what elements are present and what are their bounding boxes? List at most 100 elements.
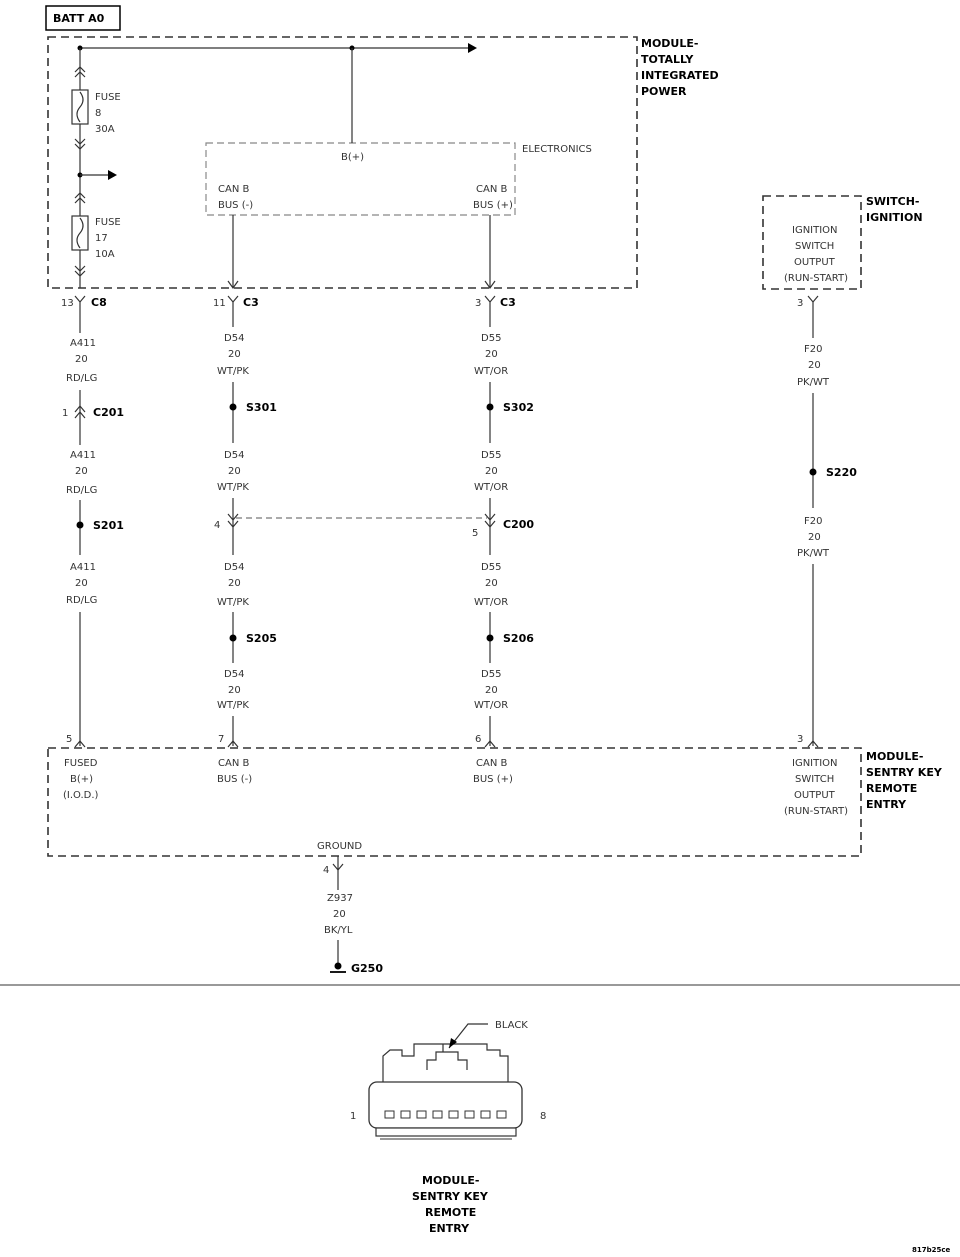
s201-label: S201 bbox=[93, 519, 124, 532]
black-leader-arrow bbox=[449, 1038, 457, 1048]
s302-dot bbox=[486, 403, 494, 411]
fused-2: B(+) bbox=[70, 774, 93, 785]
d54-3b: 20 bbox=[228, 578, 241, 589]
s302-label: S302 bbox=[503, 401, 534, 414]
c200-label: C200 bbox=[503, 518, 534, 531]
f20-1c: PK/WT bbox=[797, 377, 830, 388]
fuse-8-2: 8 bbox=[95, 108, 101, 119]
skre-module-box bbox=[47, 747, 862, 857]
s220-dot bbox=[809, 468, 817, 476]
a411-1a: A411 bbox=[70, 338, 96, 349]
d54-2b: 20 bbox=[228, 466, 241, 477]
top-bus-arrow bbox=[468, 43, 477, 53]
c8-pin: 13 bbox=[61, 298, 74, 309]
d55-1b: 20 bbox=[485, 349, 498, 360]
d55-3b: 20 bbox=[485, 578, 498, 589]
canb-minus-1: CAN B bbox=[218, 184, 249, 195]
bplus-label: B(+) bbox=[341, 152, 364, 163]
d55-4a: D55 bbox=[481, 669, 501, 680]
chev-2 bbox=[74, 138, 86, 150]
d55-2b: 20 bbox=[485, 466, 498, 477]
d54-3c: WT/PK bbox=[217, 597, 249, 608]
skre-title-3: REMOTE bbox=[866, 782, 917, 795]
m3-symbol bbox=[807, 740, 819, 748]
chev-4 bbox=[74, 265, 86, 277]
canb-minus-arrow bbox=[227, 280, 239, 290]
m6-symbol bbox=[484, 740, 496, 748]
skre-title-1: MODULE- bbox=[866, 750, 923, 763]
z937-c: BK/YL bbox=[324, 925, 353, 936]
batt-box bbox=[45, 5, 121, 31]
g250-label: G250 bbox=[351, 962, 383, 975]
d55-1c: WT/OR bbox=[474, 366, 508, 377]
fuse-17-3: 10A bbox=[95, 249, 115, 260]
a411-1c: RD/LG bbox=[66, 373, 97, 384]
c3a-pin: 11 bbox=[213, 298, 226, 309]
tip-title-4: POWER bbox=[641, 85, 687, 98]
d55-2c: WT/OR bbox=[474, 482, 508, 493]
fuse-17-2: 17 bbox=[95, 233, 108, 244]
skre-canb-plus-2: BUS (+) bbox=[473, 774, 513, 785]
d55-4c: WT/OR bbox=[474, 700, 508, 711]
c200b-pin: 5 bbox=[472, 528, 478, 539]
s201-dot bbox=[76, 521, 84, 529]
g4-pin: 4 bbox=[323, 865, 329, 876]
figure-id: 817b25ce bbox=[912, 1246, 951, 1254]
tip-title-2: TOTALLY bbox=[641, 53, 694, 66]
c201-pin: 1 bbox=[62, 408, 68, 419]
conn-pin-left: 1 bbox=[350, 1111, 356, 1122]
fused-3: (I.O.D.) bbox=[63, 790, 99, 801]
skre-canb-plus-1: CAN B bbox=[476, 758, 507, 769]
c3a-symbol bbox=[227, 295, 239, 303]
z937-a: Z937 bbox=[327, 893, 353, 904]
d54-3a: D54 bbox=[224, 562, 244, 573]
c3a-label: C3 bbox=[243, 296, 259, 309]
conn-pin-right: 8 bbox=[540, 1111, 546, 1122]
ign-bot-4: (RUN-START) bbox=[784, 806, 848, 817]
f20-2b: 20 bbox=[808, 532, 821, 543]
chev-1 bbox=[74, 66, 86, 78]
canb-plus-arrow bbox=[484, 280, 496, 290]
d54-1c: WT/PK bbox=[217, 366, 249, 377]
f20-1b: 20 bbox=[808, 360, 821, 371]
tip-title-1: MODULE- bbox=[641, 37, 698, 50]
m7-pin: 7 bbox=[218, 734, 224, 745]
connector-face bbox=[368, 1043, 523, 1140]
canb-plus-1: CAN B bbox=[476, 184, 507, 195]
a411-2b: 20 bbox=[75, 466, 88, 477]
d54-2a: D54 bbox=[224, 450, 244, 461]
ign-top-2: SWITCH bbox=[795, 241, 834, 252]
ign-top-1: IGNITION bbox=[792, 225, 838, 236]
s206-label: S206 bbox=[503, 632, 534, 645]
skre-canb-minus-1: CAN B bbox=[218, 758, 249, 769]
conn-title-1: MODULE- bbox=[422, 1174, 479, 1187]
ground-label: GROUND bbox=[317, 841, 362, 852]
switch-ignition-box bbox=[762, 195, 862, 290]
electronics-box bbox=[205, 142, 516, 216]
fuse-8-1: FUSE bbox=[95, 92, 121, 103]
d54-1a: D54 bbox=[224, 333, 244, 344]
switch-title-2: IGNITION bbox=[866, 211, 923, 224]
s220-label: S220 bbox=[826, 466, 857, 479]
d54-1b: 20 bbox=[228, 349, 241, 360]
f20-2c: PK/WT bbox=[797, 548, 830, 559]
c200a-pin: 4 bbox=[214, 520, 220, 531]
sw-pin: 3 bbox=[797, 298, 803, 309]
z937-b: 20 bbox=[333, 909, 346, 920]
fuse-17-1: FUSE bbox=[95, 217, 121, 228]
a411-3c: RD/LG bbox=[66, 595, 97, 606]
d55-2a: D55 bbox=[481, 450, 501, 461]
a411-3a: A411 bbox=[70, 562, 96, 573]
chev-3 bbox=[74, 192, 86, 204]
skre-title-4: ENTRY bbox=[866, 798, 907, 811]
d55-3c: WT/OR bbox=[474, 597, 508, 608]
fused-1: FUSED bbox=[64, 758, 98, 769]
fuse-8-3: 30A bbox=[95, 124, 115, 135]
m6-pin: 6 bbox=[475, 734, 481, 745]
g250-dot bbox=[334, 962, 342, 970]
a411-2a: A411 bbox=[70, 450, 96, 461]
c201-symbol bbox=[74, 405, 86, 419]
conn-title-3: REMOTE bbox=[425, 1206, 476, 1219]
